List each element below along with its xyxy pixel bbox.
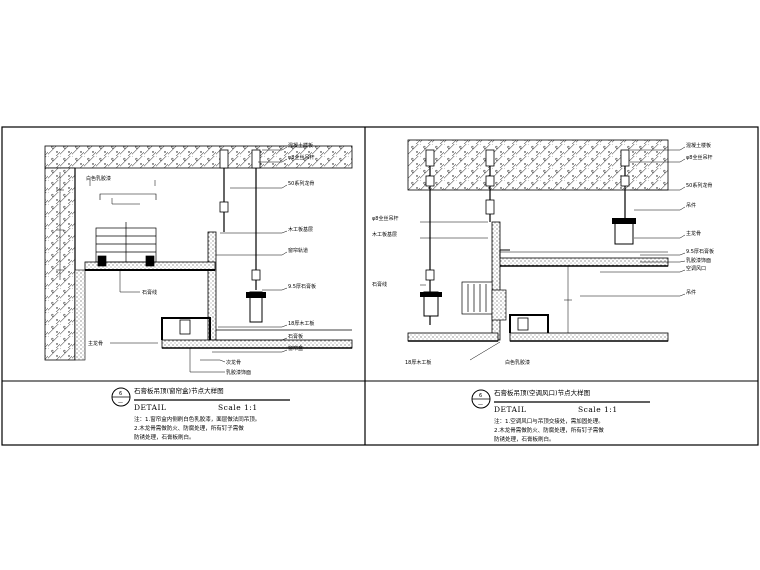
left-detail-drawing — [44, 145, 353, 361]
right-title-block: 6 — 石膏板吊顶(空调风口)节点大样图 DETAIL Scale 1:1 注：… — [471, 388, 650, 443]
right-label: 9.5厚石膏板 — [686, 248, 714, 255]
left-note: 2.木龙骨需做防火、防腐处理，所有钉子需做 — [134, 424, 244, 432]
right-label: 白色乳胶漆 — [505, 359, 530, 366]
left-note: 注：1.窗帘盒内侧刷白色乳胶漆，面层做法同吊顶。 — [134, 415, 260, 423]
left-label: 乳胶漆饰面 — [226, 369, 251, 376]
right-marker-bottom: — — [478, 402, 483, 408]
right-label: 混凝土楼板 — [686, 142, 711, 149]
left-label: 50系列龙骨 — [288, 180, 314, 187]
left-leader-lines — [89, 146, 288, 373]
left-marker-top: 6 — [119, 391, 122, 397]
right-title: 石膏板吊顶(空调风口)节点大样图 — [494, 388, 590, 397]
right-label: 吊件 — [686, 289, 696, 296]
right-marker-top: 6 — [479, 393, 482, 399]
left-note: 防锈处理，石膏板刷白。 — [134, 433, 195, 441]
left-label: 次龙骨 — [226, 359, 241, 366]
right-label: 主龙骨 — [686, 230, 701, 237]
right-labels: 混凝土楼板 φ8全丝吊杆 50系列龙骨 吊件 主龙骨 φ8全丝吊杆 木工板基层 … — [372, 142, 714, 366]
left-label: 主龙骨 — [88, 340, 103, 347]
right-label: φ8全丝吊杆 — [686, 154, 712, 161]
left-scale-label: Scale 1:1 — [218, 403, 258, 412]
left-label: 石膏线 — [142, 289, 157, 296]
right-label: 木工板基层 — [372, 231, 397, 238]
left-label: 木工板基层 — [288, 226, 313, 233]
right-note: 注：1.空调风口与吊顶交接处，需加固处理。 — [494, 417, 604, 425]
right-note: 2.木龙骨需做防火、防腐处理，所有钉子需做 — [494, 426, 604, 434]
right-leader-lines — [420, 146, 686, 361]
right-scale-label: Scale 1:1 — [578, 405, 618, 414]
left-title: 石膏板吊顶(窗帘盒)节点大样图 — [134, 386, 224, 395]
left-label: 窗帘轨道 — [288, 247, 308, 254]
left-label: 18厚木工板 — [288, 320, 314, 327]
right-label: 石膏线 — [372, 281, 387, 288]
left-marker-bottom: — — [118, 400, 123, 406]
right-label: 50系列龙骨 — [686, 182, 712, 189]
left-detail-label: DETAIL — [134, 403, 166, 412]
left-labels: 混凝土楼板 φ8全丝吊杆 50系列龙骨 木工板基层 窗帘轨道 9.5厚石膏板 1… — [86, 142, 316, 376]
left-label: 白色乳胶漆 — [86, 175, 111, 182]
left-label: 混凝土楼板 — [288, 142, 313, 149]
left-title-block: 6 — 石膏板吊顶(窗帘盒)节点大样图 DETAIL Scale 1:1 注：1… — [111, 386, 290, 441]
right-label: 18厚木工板 — [405, 359, 431, 366]
left-label: 窗帘盒 — [288, 345, 303, 352]
left-label: 石膏板 — [288, 333, 303, 340]
right-note: 防锈处理，石膏板刷白。 — [494, 435, 555, 443]
right-label: φ8全丝吊杆 — [372, 215, 398, 222]
right-detail-label: DETAIL — [494, 405, 526, 414]
right-detail-drawing — [407, 139, 669, 342]
right-label: 吊件 — [686, 202, 696, 209]
right-label: 乳胶漆饰面 — [686, 257, 711, 264]
left-label: 9.5厚石膏板 — [288, 283, 316, 290]
right-label: 空调风口 — [686, 265, 706, 272]
left-label: φ8全丝吊杆 — [288, 154, 314, 161]
sheet-frame — [1, 126, 759, 446]
